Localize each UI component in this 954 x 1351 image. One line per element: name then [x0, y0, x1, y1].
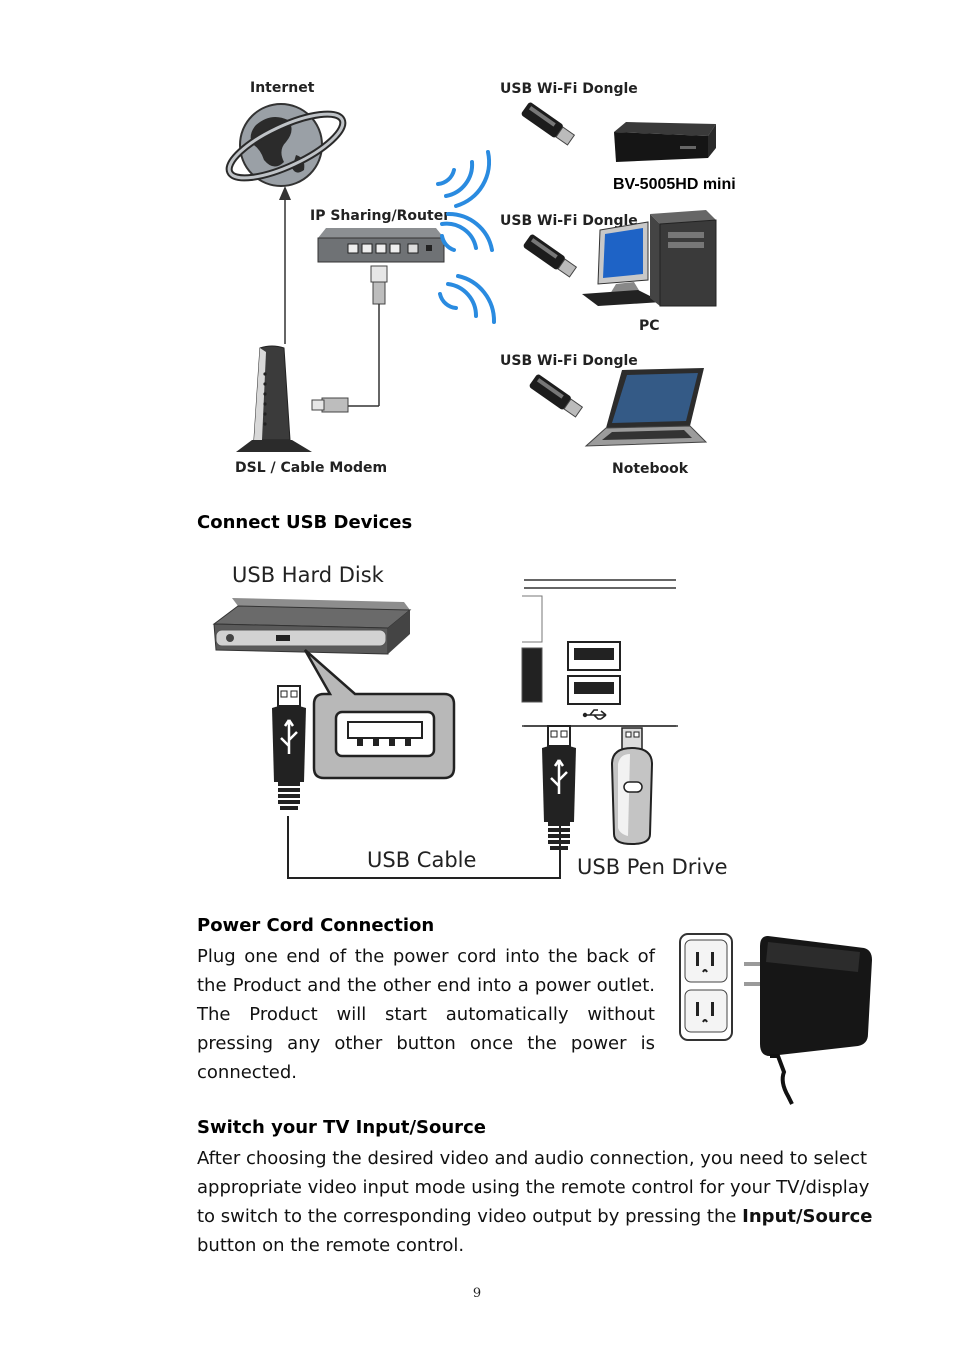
- pc-icon: [582, 210, 717, 307]
- uplink-arrow: [279, 186, 291, 344]
- dongle-label-1: USB Wi-Fi Dongle: [500, 81, 638, 97]
- hard-disk-label: USB Hard Disk: [232, 563, 384, 587]
- tv-body-text-end: button on the remote control.: [197, 1235, 465, 1256]
- ethernet-cable: [311, 265, 388, 413]
- dongle-label-3: USB Wi-Fi Dongle: [500, 353, 638, 369]
- tv-body-text: After choosing the desired video and aud…: [197, 1148, 870, 1227]
- usb-section-heading: Connect USB Devices: [197, 512, 413, 533]
- wall-outlet-icon: [679, 933, 733, 1041]
- usb-pen-drive-icon: [610, 727, 654, 846]
- usb-plug-left-icon: [272, 685, 306, 810]
- player-label: BV-5005HD mini: [613, 176, 736, 193]
- internet-label: Internet: [250, 80, 315, 96]
- usb-dongle-icon: [521, 102, 576, 146]
- dongle-label-2: USB Wi-Fi Dongle: [500, 213, 638, 229]
- input-source-button-name: Input/Source: [742, 1206, 873, 1227]
- usb-port-callout: [303, 649, 456, 780]
- router-label: IP Sharing/Router: [310, 208, 451, 224]
- tv-section-heading: Switch your TV Input/Source: [197, 1117, 486, 1138]
- usb-plug-right-icon: [542, 725, 576, 850]
- notebook-label: Notebook: [612, 461, 689, 477]
- player-usb-panel: [521, 579, 676, 727]
- page-number: 9: [472, 1286, 482, 1301]
- hard-disk-icon: [212, 598, 412, 655]
- media-player-icon: [614, 122, 716, 162]
- wifi-signal-icon: [436, 150, 497, 324]
- usb-cable-label: USB Cable: [367, 848, 477, 872]
- tv-section-body: After choosing the desired video and aud…: [197, 1144, 881, 1260]
- usb-dongle-icon: [523, 234, 578, 278]
- power-adapter-icon: [744, 936, 872, 1105]
- notebook-icon: [584, 368, 708, 447]
- router-icon: [317, 228, 445, 263]
- power-section-heading: Power Cord Connection: [197, 915, 435, 936]
- globe-icon: [225, 103, 347, 187]
- modem-label: DSL / Cable Modem: [235, 460, 388, 476]
- usb-symbol-icon: [582, 709, 607, 720]
- power-section-body: Plug one end of the power cord into the …: [197, 946, 655, 1083]
- usb-pen-drive-label: USB Pen Drive: [577, 855, 728, 879]
- usb-dongle-icon: [529, 374, 584, 418]
- pc-label: PC: [639, 318, 660, 334]
- modem-icon: [236, 345, 312, 452]
